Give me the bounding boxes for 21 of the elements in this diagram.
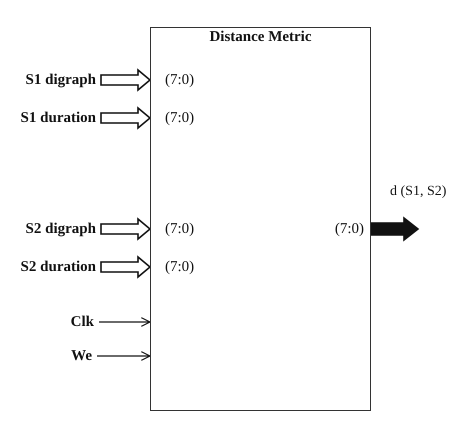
signal-name: S1 duration (20, 109, 96, 127)
module-block (150, 27, 371, 411)
signal-name: We (71, 347, 92, 365)
bus-arrow (100, 68, 152, 92)
block-title: Distance Metric (208, 28, 313, 46)
bus-arrow (100, 106, 152, 130)
signal-name: S2 duration (20, 258, 96, 276)
signal-name: S1 digraph (26, 71, 96, 89)
edge-label: d (S1, S2) (390, 183, 446, 201)
bit-range: (7:0) (165, 220, 194, 238)
signal-name: Clk (70, 313, 94, 331)
bus-arrow (100, 217, 152, 241)
output-arrow (370, 216, 420, 242)
signal-arrow (99, 316, 151, 328)
bus-arrow (100, 255, 152, 279)
signal-name: S2 digraph (26, 220, 96, 238)
bit-range: (7:0) (334, 220, 364, 238)
signal-arrow (97, 350, 151, 362)
bit-range: (7:0) (165, 109, 194, 127)
bit-range: (7:0) (165, 258, 194, 276)
bit-range: (7:0) (165, 71, 194, 89)
